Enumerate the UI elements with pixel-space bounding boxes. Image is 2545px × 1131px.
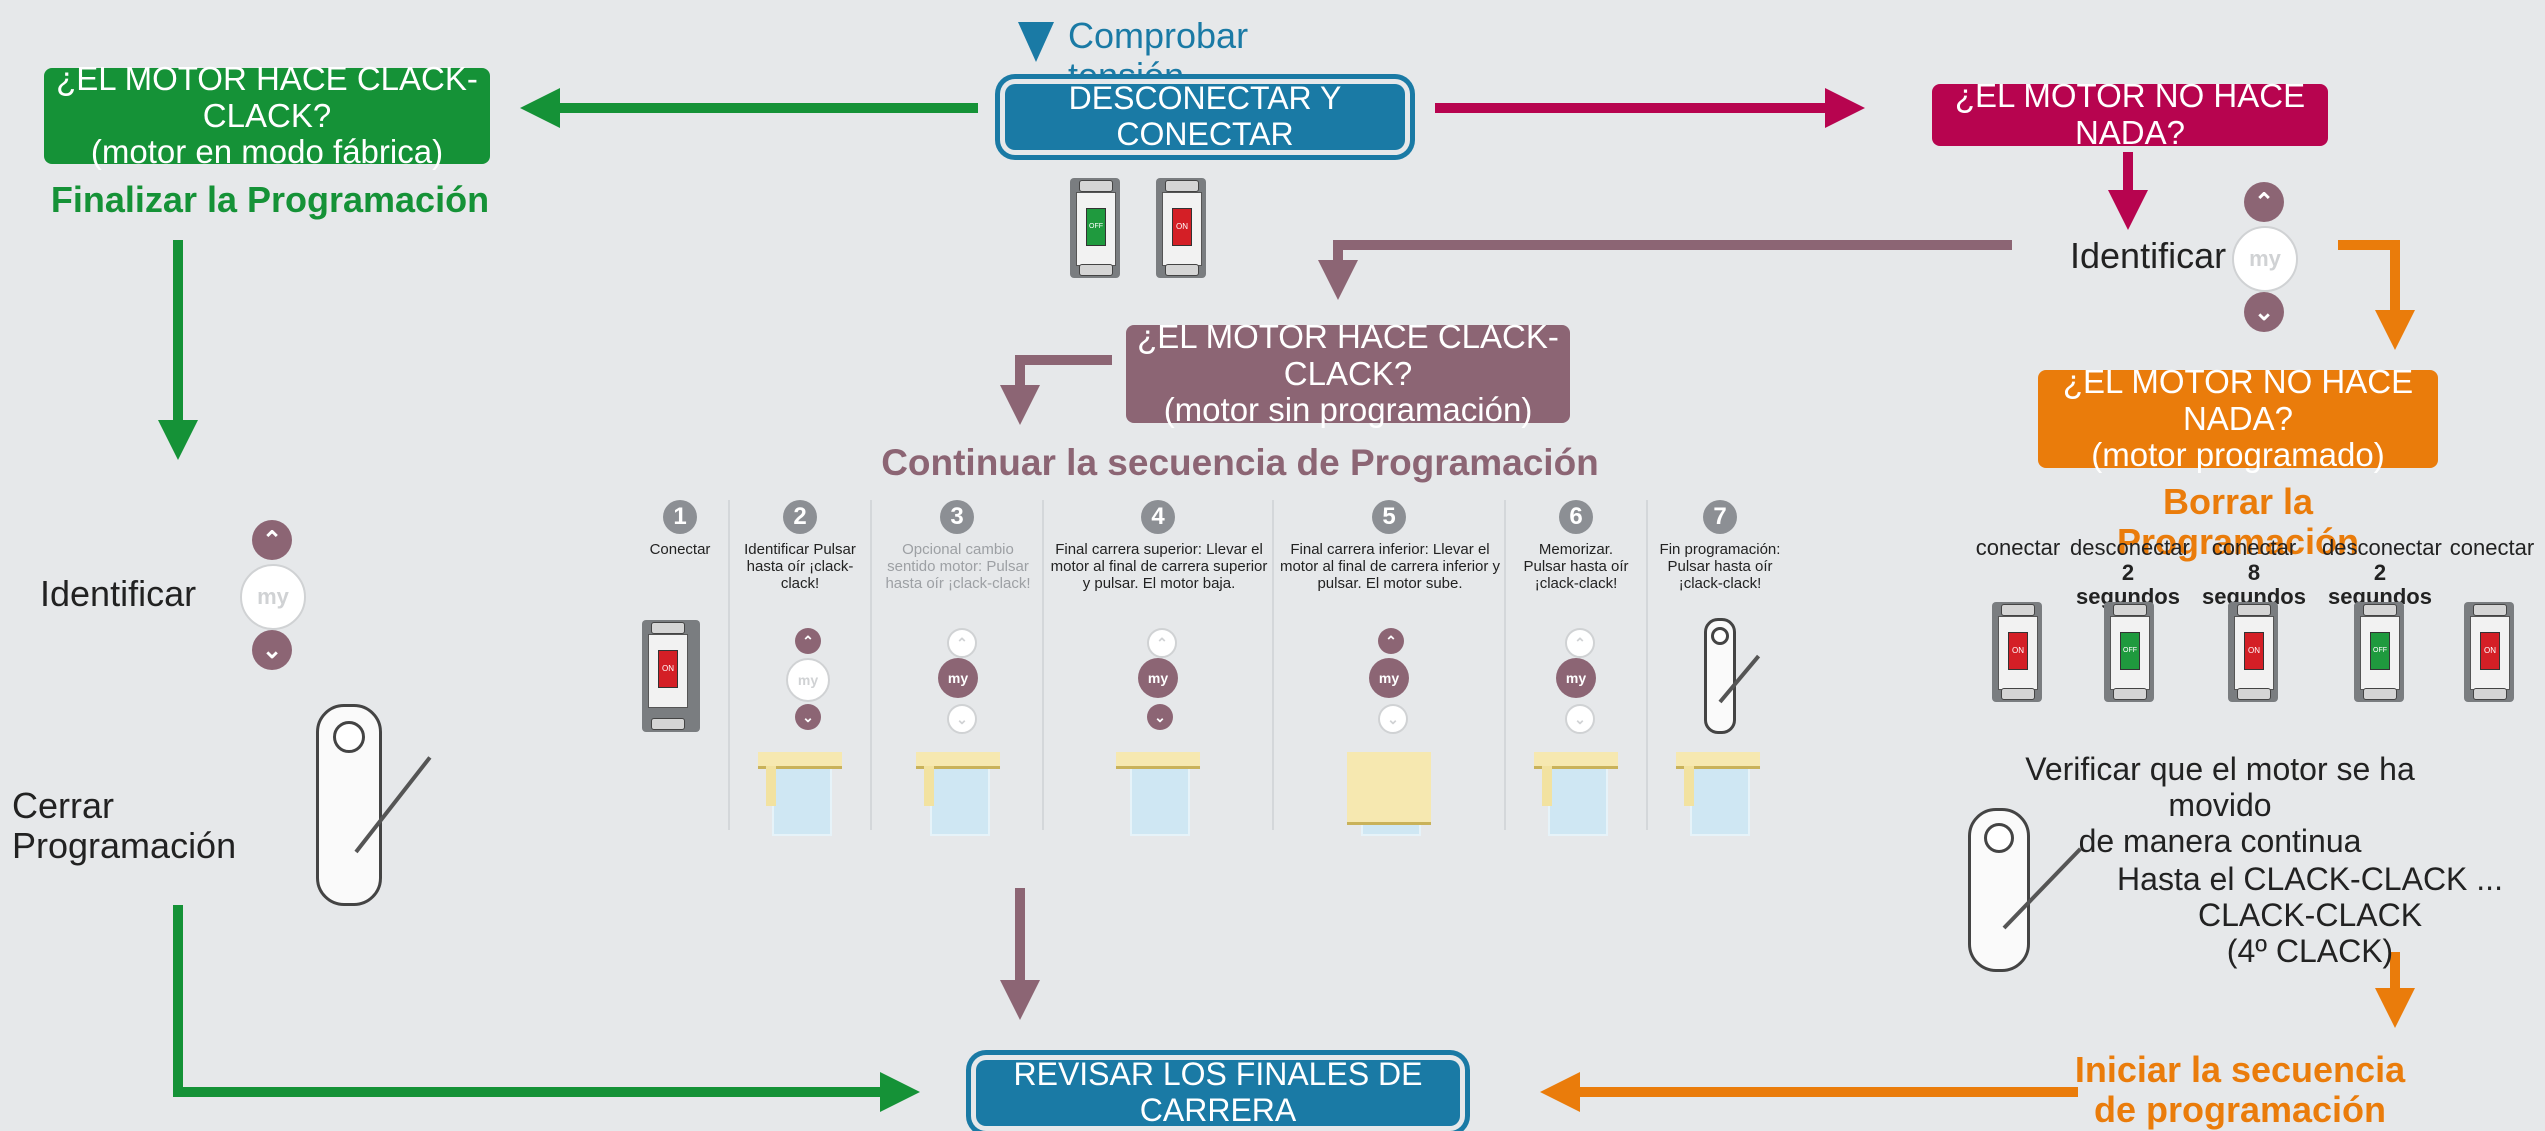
- breaker-on: ON: [1992, 602, 2042, 702]
- right-remote-icon: [1968, 808, 2030, 972]
- motor-nothing-box: ¿EL MOTOR NO HACE NADA?: [1932, 77, 2328, 151]
- arrow-to-unprogrammed: [1318, 240, 2012, 300]
- arrow-left-bottom: [173, 905, 920, 1112]
- right-remote-control: ⌃ my ⌄: [2232, 182, 2298, 332]
- erase-programming-heading: Borrar la Programación: [2116, 481, 2360, 563]
- breaker-off: OFF: [2354, 602, 2404, 702]
- my-button-icon: my: [240, 564, 306, 630]
- step-7: 7 Fin programación: Pulsar hasta oír ¡cl…: [1648, 500, 1792, 836]
- erase-step-5: conectar: [2449, 535, 2535, 560]
- my-button-icon: my: [2232, 226, 2298, 292]
- arrow-to-programmed: [2338, 240, 2415, 350]
- step-4: 4 Final carrera superior: Llevar el moto…: [1044, 500, 1274, 836]
- disconnect-connect-box: DESCONECTAR Y CONECTAR: [1005, 80, 1405, 152]
- unprogrammed-box: ¿EL MOTOR HACE CLACK-CLACK?(motor sin pr…: [1126, 318, 1570, 428]
- breaker-off: OFF: [1070, 178, 1120, 278]
- breaker-on: ON: [1156, 178, 1206, 278]
- step-2: 2 Identificar Pulsar hasta oír ¡clack-cl…: [730, 500, 872, 836]
- left-remote-icon: [316, 704, 382, 906]
- continue-sequence-heading: Continuar la secuencia de Programación: [881, 442, 1599, 483]
- breaker-on: ON: [642, 620, 700, 732]
- check-limits-box: REVISAR LOS FINALES DE CARRERA: [976, 1056, 1460, 1128]
- down-button-icon: ⌄: [2244, 292, 2284, 332]
- check-voltage-triangle: [1018, 22, 1054, 62]
- step-1: 1 Conectar ON: [632, 500, 730, 830]
- check-voltage-label: Comprobar tensión: [1068, 15, 1249, 97]
- right-identify-label: Identificar: [2070, 235, 2227, 276]
- breaker-on: ON: [2464, 602, 2514, 702]
- finish-programming-heading: Finalizar la Programación: [50, 179, 490, 220]
- left-remote-control: ⌃ my ⌄: [240, 520, 306, 670]
- until-clack-text: Hasta el CLACK-CLACK ... CLACK-CLACK(4º …: [2117, 861, 2503, 969]
- breaker-off: OFF: [2104, 602, 2154, 702]
- arrow-to-continue: [1000, 355, 1112, 425]
- left-identify-label: Identificar: [40, 573, 197, 614]
- step-3: 3 Opcional cambio sentido motor: Pulsar …: [872, 500, 1044, 836]
- up-button-icon: ⌃: [252, 520, 292, 560]
- up-button-icon: ⌃: [2244, 182, 2284, 222]
- step-5: 5 Final carrera inferior: Llevar el moto…: [1274, 500, 1506, 836]
- factory-mode-box: ¿EL MOTOR HACE CLACK-CLACK?(motor en mod…: [44, 60, 490, 170]
- motor-programmed-box: ¿EL MOTOR NO HACE NADA?(motor programado…: [2038, 363, 2438, 473]
- erase-step-1: conectar: [1975, 535, 2061, 560]
- step-6: 6 Memorizar. Pulsar hasta oír ¡clack-cla…: [1506, 500, 1648, 836]
- breaker-on: ON: [2228, 602, 2278, 702]
- close-programming-label: Cerrar Programación: [12, 785, 237, 867]
- down-button-icon: ⌄: [252, 630, 292, 670]
